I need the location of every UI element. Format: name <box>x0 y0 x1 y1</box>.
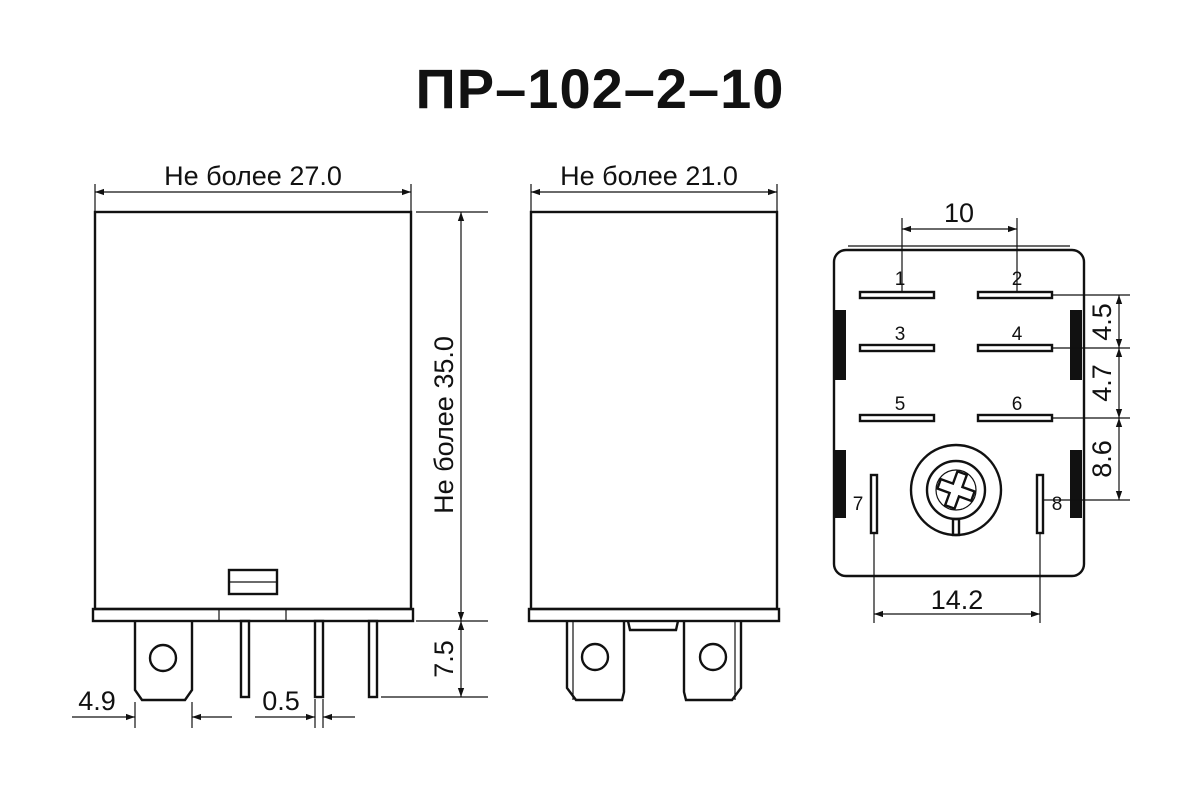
bottom-right-latch-lower <box>1070 450 1082 518</box>
front-pin-1 <box>239 619 251 699</box>
front-pin-length-label: 7.5 <box>429 640 459 678</box>
side-left-tab-hole <box>580 642 610 672</box>
bottom-pin-slot-4 <box>976 343 1054 353</box>
front-body-outline <box>93 210 413 611</box>
drawing-title: ПР–102–2–10 <box>416 57 785 120</box>
side-base-plate <box>527 607 781 623</box>
bottom-row-pitch-2-label: 4.7 <box>1087 364 1117 402</box>
bottom-pin-slot-8 <box>1035 473 1045 535</box>
bottom-bottom-spacing-label: 14.2 <box>931 585 984 615</box>
pin-label-3: 3 <box>895 324 906 345</box>
bottom-row-pitch-3-label: 8.6 <box>1087 440 1117 478</box>
bottom-left-latch-lower <box>834 450 846 518</box>
pin-label-5: 5 <box>895 394 906 415</box>
pin-label-8: 8 <box>1052 494 1063 515</box>
bottom-pin-slot-2 <box>976 290 1054 300</box>
pin-label-1: 1 <box>895 269 906 290</box>
bottom-outline <box>832 248 1086 578</box>
bottom-pin-slot-7 <box>869 473 879 535</box>
bottom-pin-slot-3 <box>858 343 936 353</box>
side-center-bump <box>626 620 680 632</box>
pin-label-7: 7 <box>853 494 864 515</box>
bottom-pin-slot-6 <box>976 413 1054 423</box>
side-body-outline <box>529 210 779 611</box>
front-base-plate <box>91 607 415 623</box>
bottom-view: 1 2 3 4 5 6 7 8 10 14.2 4.5 4.7 8.6 <box>832 198 1130 623</box>
front-width-label: Не более 27.0 <box>164 161 342 191</box>
front-pin-thickness-label: 0.5 <box>262 686 300 716</box>
bottom-right-latch-upper <box>1070 310 1082 380</box>
bottom-pin-slot-5 <box>858 413 936 423</box>
bottom-screw-housing <box>909 443 1003 537</box>
bottom-left-latch-upper <box>834 310 846 380</box>
side-left-tab <box>565 621 626 702</box>
bottom-pin-slot-1 <box>858 290 936 300</box>
side-right-tab-hole <box>698 642 728 672</box>
front-tab-width-label: 4.9 <box>78 686 116 716</box>
front-tab-hole <box>148 643 178 673</box>
pin-label-6: 6 <box>1012 394 1023 415</box>
front-tab-terminal <box>133 621 194 702</box>
pin-label-4: 4 <box>1012 324 1023 345</box>
bottom-top-spacing-label: 10 <box>944 198 974 228</box>
bottom-screw-tab <box>951 517 961 537</box>
side-view: Не более 21.0 <box>527 161 781 702</box>
front-height-label: Не более 35.0 <box>429 336 459 514</box>
front-pin-2 <box>313 619 325 699</box>
bottom-screw-cross-slot <box>935 469 977 511</box>
side-width-label: Не более 21.0 <box>560 161 738 191</box>
bottom-row-pitch-1-label: 4.5 <box>1087 303 1117 341</box>
side-right-tab <box>682 621 743 702</box>
front-view: Не более 27.0 Не более 35.0 7.5 4.9 0.5 <box>72 161 488 728</box>
front-pin-3 <box>367 619 379 699</box>
